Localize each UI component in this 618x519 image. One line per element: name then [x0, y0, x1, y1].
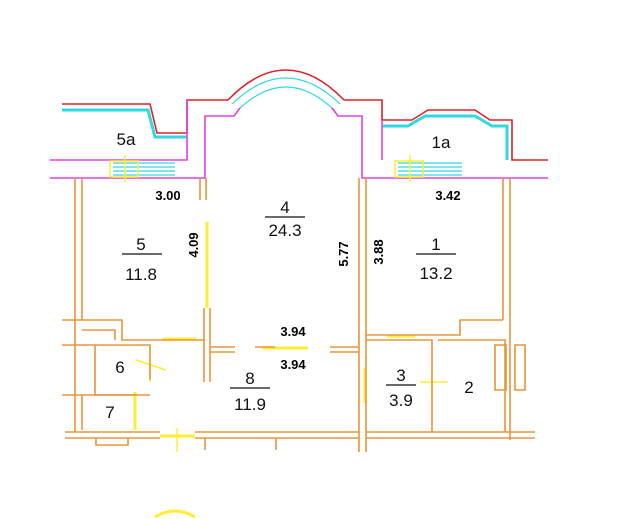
- room-1a-label: 1а: [432, 133, 451, 152]
- dim-room5-length: 4.09: [186, 232, 201, 257]
- room-4-number: 4: [280, 198, 289, 217]
- room-3-area: 3.9: [389, 391, 413, 410]
- dim-hall-width: 3.94: [280, 357, 306, 372]
- dim-room4-length: 5.77: [336, 241, 351, 266]
- dimension-labels: 3.00 3.42 4.09 5.77 3.88 3.94 3.94: [155, 188, 460, 372]
- room-5-number: 5: [136, 235, 145, 254]
- openings: [109, 155, 448, 519]
- dim-balcony-left: 3.00: [155, 188, 180, 203]
- room-8-area: 11.9: [234, 395, 266, 414]
- outer-contour: [62, 69, 548, 161]
- room-3-number: 3: [396, 366, 405, 385]
- room-5a-label: 5а: [117, 130, 136, 149]
- room-1-area: 13.2: [419, 264, 452, 283]
- dim-room4-width: 3.94: [280, 324, 306, 339]
- room-labels: 5а 1а 4 24.3 5 11.8 1 13.2 6 8 11.9 3 3.…: [105, 130, 473, 422]
- room-4-area: 24.3: [268, 221, 301, 240]
- dim-room1-length: 3.88: [371, 239, 386, 264]
- room-5-area: 11.8: [125, 265, 157, 284]
- dim-balcony-right: 3.42: [435, 188, 460, 203]
- room-6-label: 6: [115, 358, 124, 377]
- room-8-number: 8: [245, 369, 254, 388]
- room-7-label: 7: [105, 403, 114, 422]
- balcony-glazing: [62, 77, 509, 176]
- room-1-number: 1: [431, 235, 440, 254]
- room-2-label: 2: [464, 378, 473, 397]
- facade-line: [50, 100, 548, 179]
- walls: [62, 178, 535, 452]
